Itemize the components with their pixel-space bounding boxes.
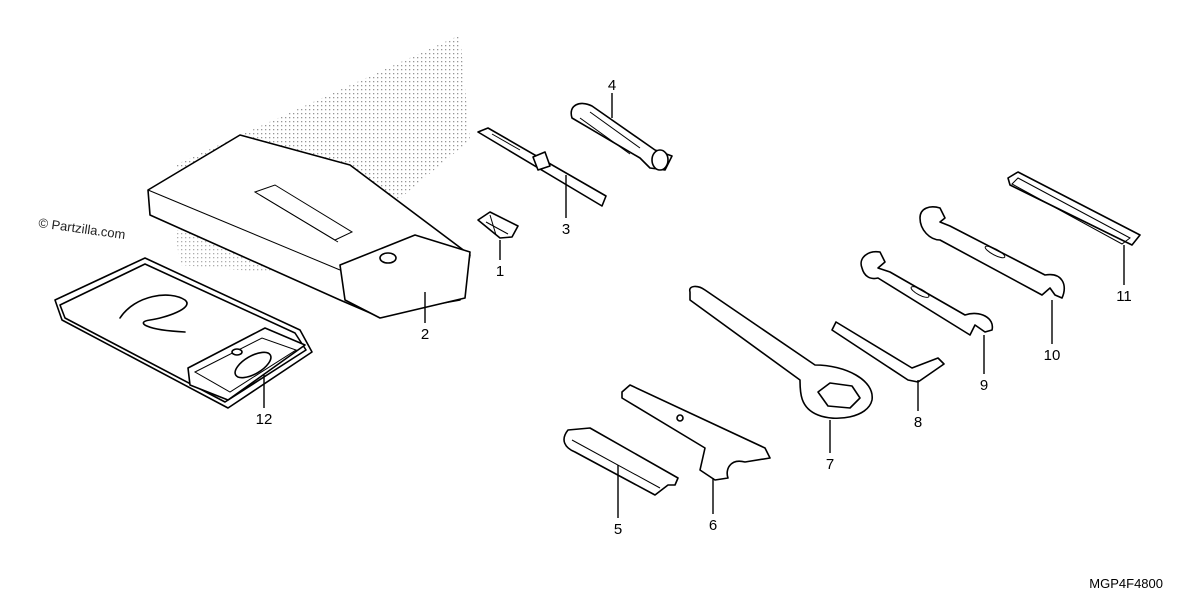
watermark-text: © Partzilla.com xyxy=(38,215,127,242)
callout-8: 8 xyxy=(914,414,922,431)
wrench-part-10 xyxy=(919,206,1066,299)
callout-7: 7 xyxy=(826,456,834,473)
screwdriver-handle-part-4 xyxy=(570,102,673,171)
diagram-code: MGP4F4800 xyxy=(1089,576,1163,591)
callout-4: 4 xyxy=(608,77,616,94)
clip-part-1 xyxy=(477,211,519,239)
tool-bag-part-12 xyxy=(54,257,313,409)
callout-10: 10 xyxy=(1044,347,1061,364)
callout-2: 2 xyxy=(421,326,429,343)
hex-key-part-8 xyxy=(831,321,945,383)
wrench-part-9 xyxy=(860,250,994,336)
tool-case-part-11 xyxy=(1007,171,1141,246)
callout-6: 6 xyxy=(709,517,717,534)
box-spanner-part-7 xyxy=(688,285,873,420)
callout-5: 5 xyxy=(614,521,622,538)
flat-tool-part-5 xyxy=(563,427,679,496)
leader-lines xyxy=(263,93,1125,518)
pin-spanner-part-6 xyxy=(621,384,771,481)
screwdriver-shaft-part-3 xyxy=(477,127,607,207)
tool-bag-part-2 xyxy=(147,134,471,319)
callout-3: 3 xyxy=(562,221,570,238)
callouts: 1 2 3 4 5 6 7 8 9 10 11 12 xyxy=(256,77,1132,538)
callout-9: 9 xyxy=(980,377,988,394)
callout-1: 1 xyxy=(496,263,504,280)
callout-12: 12 xyxy=(256,411,273,428)
callout-11: 11 xyxy=(1116,288,1132,305)
